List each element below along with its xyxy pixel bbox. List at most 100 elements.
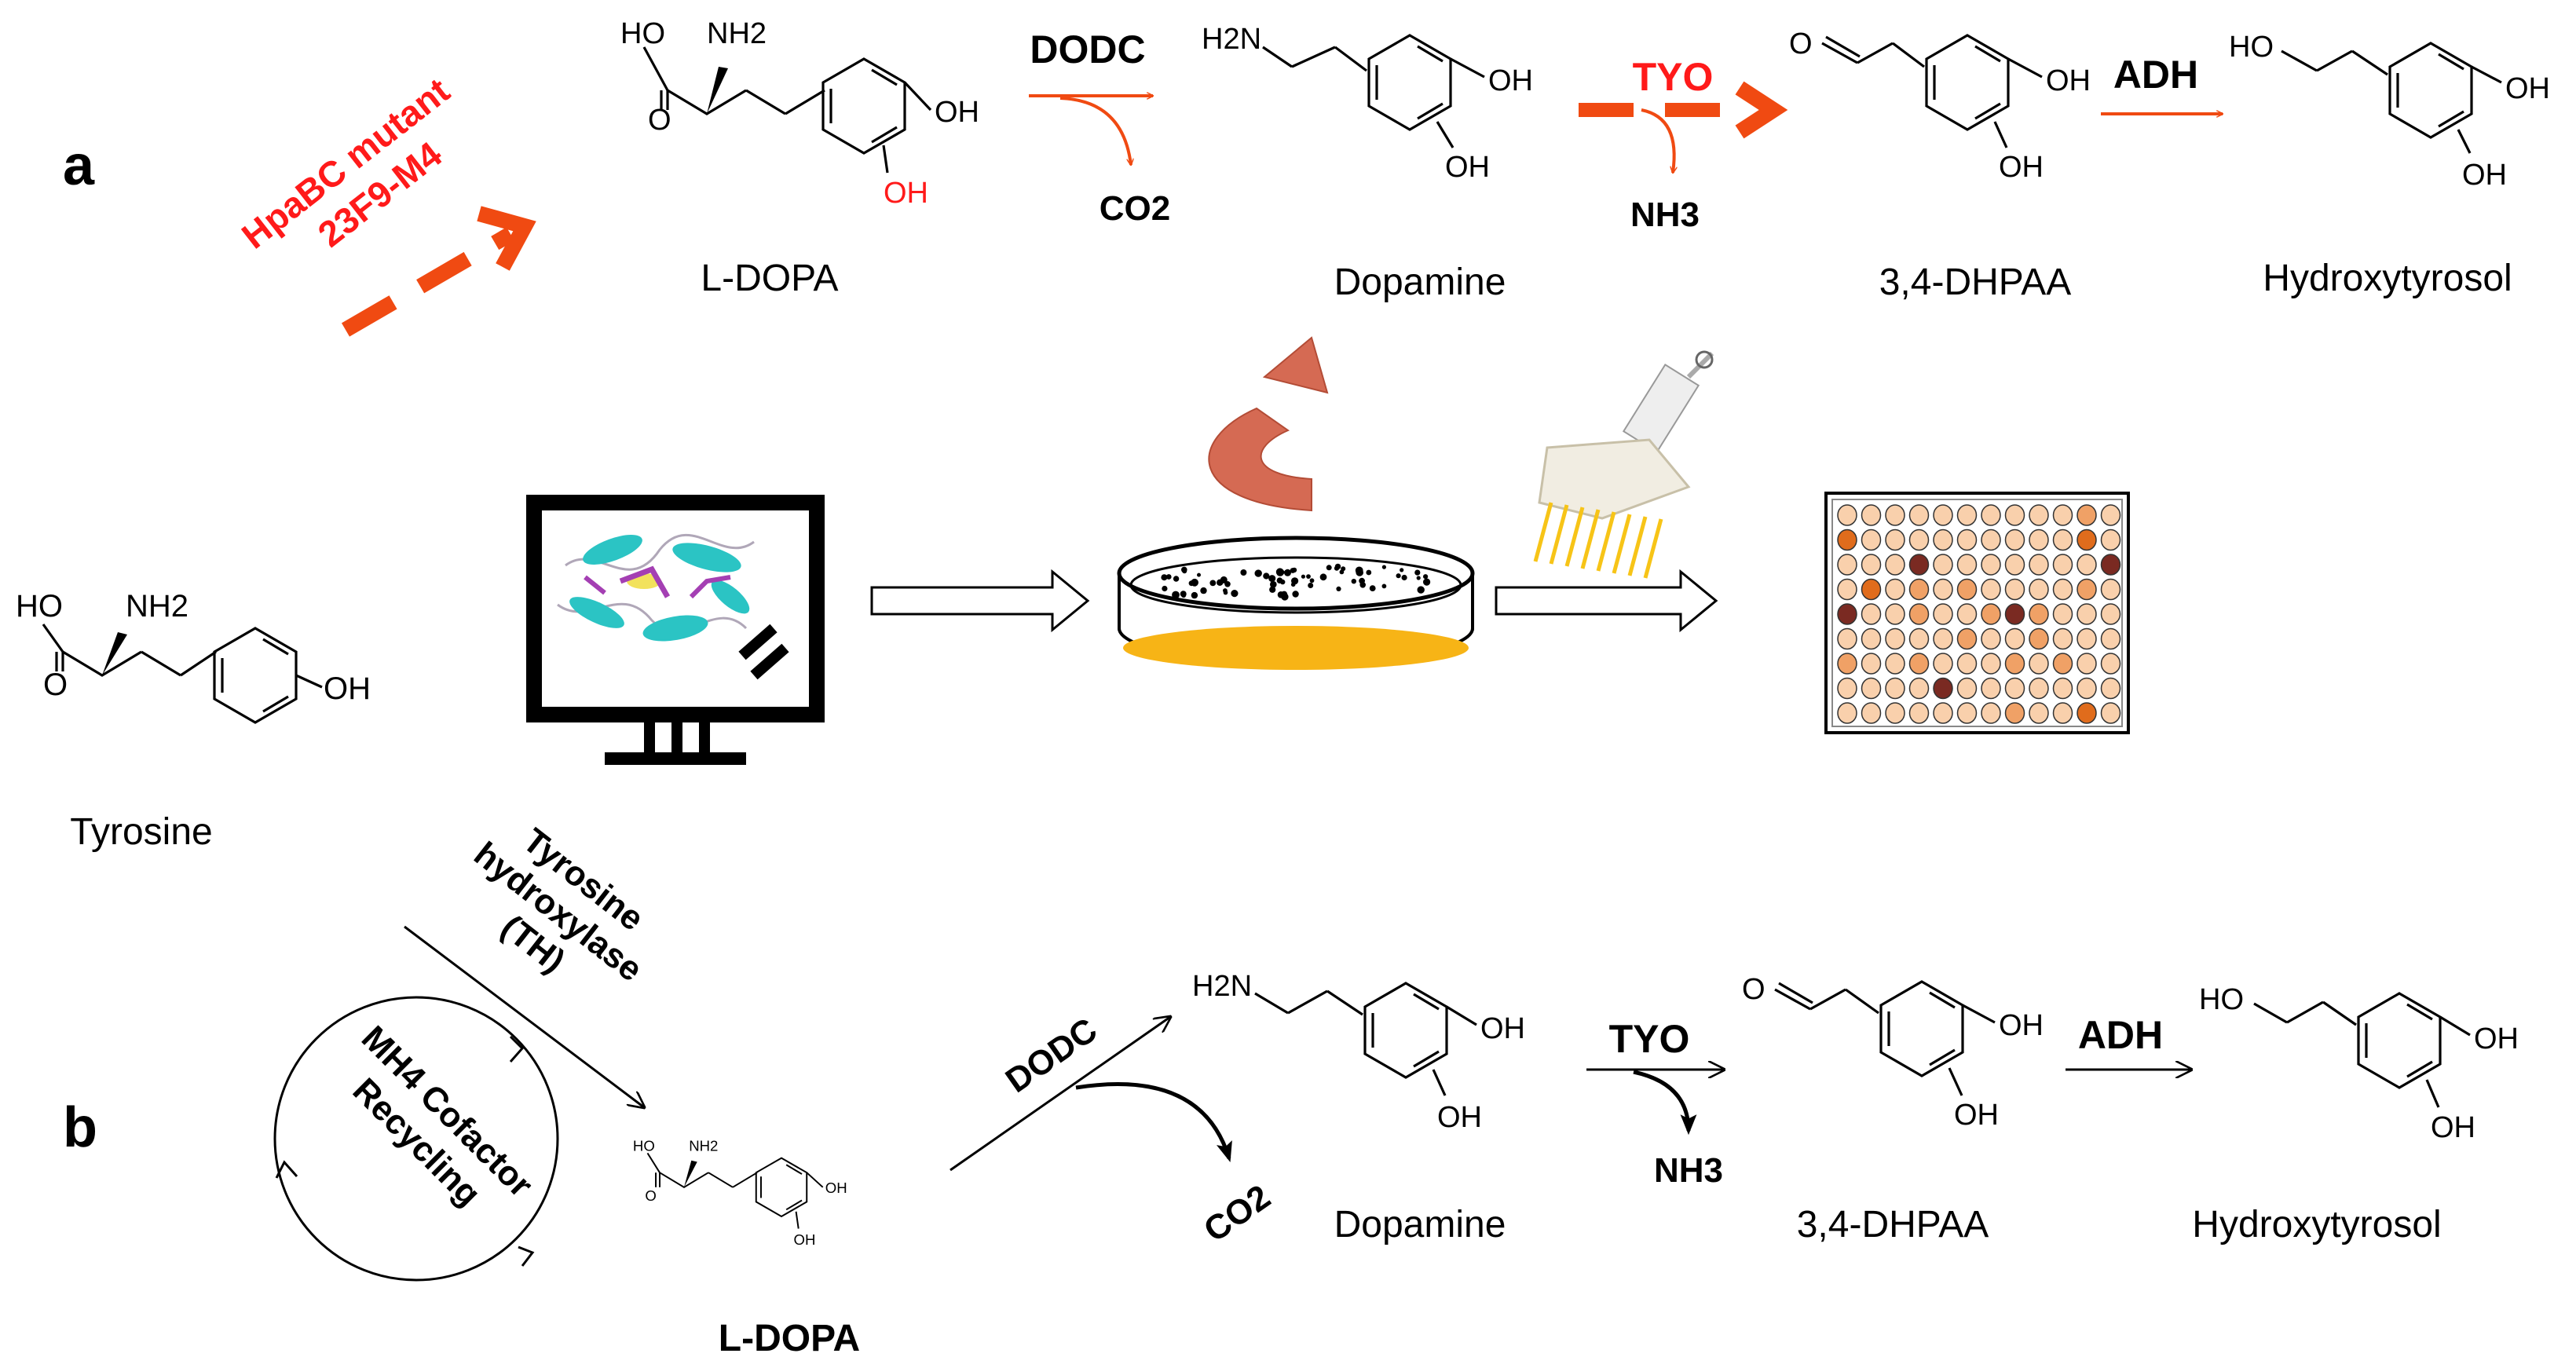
- colony-dot: [1356, 569, 1363, 576]
- tyrosine-ho: HO: [16, 589, 63, 624]
- plate-well: [1908, 603, 1930, 625]
- colony-dot: [1161, 574, 1168, 581]
- hydroxytyrosol-structure-a: HO OH OH: [2229, 31, 2550, 192]
- plate-well: [1981, 504, 2001, 526]
- plate-well: [1933, 554, 1953, 576]
- colony-dot: [1341, 566, 1346, 572]
- colony-dot: [1220, 576, 1228, 583]
- plate-well: [2052, 603, 2073, 625]
- plate-well: [2100, 603, 2121, 625]
- pipette-tip: [1533, 502, 1553, 562]
- plate-well: [1908, 504, 1930, 526]
- colony-dot: [1424, 580, 1429, 585]
- colony-dot: [1366, 569, 1372, 576]
- hpabc-dashed-arrow: [341, 206, 536, 337]
- plate-well: [1981, 627, 2001, 650]
- dopamine-structure-a: H2N OH OH: [1202, 23, 1533, 184]
- plate-well: [1956, 529, 1978, 551]
- pipette-tip: [1549, 504, 1569, 565]
- colony-dot: [1291, 577, 1299, 585]
- plate-well: [2052, 504, 2073, 526]
- ldopa-structure-b: HO NH2 O OH OH: [633, 1137, 847, 1248]
- plate-well: [1933, 677, 1953, 700]
- plate-well: [1861, 554, 1882, 576]
- plate-well: [1933, 627, 1953, 650]
- hydroxytyrosol-b-oh2: OH: [2431, 1111, 2475, 1144]
- plate-well: [1981, 677, 2001, 700]
- plate-well: [1908, 653, 1930, 675]
- hydroxytyrosol-a-oh1: OH: [2505, 72, 2550, 105]
- plate-well: [2052, 578, 2073, 601]
- ldopa-a-oh2-red: OH: [884, 177, 928, 210]
- colony-dot: [1200, 587, 1207, 594]
- colony-dot: [1416, 576, 1421, 580]
- plate-well: [1837, 504, 1857, 526]
- plate-well: [2029, 603, 2049, 625]
- plate-well: [2100, 627, 2121, 650]
- colony-dot: [1351, 579, 1357, 584]
- plate-well: [1837, 578, 1857, 601]
- tyo-label-a: TYO: [1633, 55, 1714, 99]
- plate-well: [2004, 529, 2025, 551]
- plate-well: [1861, 653, 1882, 675]
- plate-well: [2077, 702, 2097, 724]
- colony-dot: [1292, 591, 1299, 598]
- ldopa-name-a: L-DOPA: [701, 258, 838, 299]
- plate-well: [1885, 702, 1905, 724]
- plate-well: [1885, 504, 1905, 526]
- ldopa-a-o: O: [648, 104, 671, 137]
- plate-well: [1956, 653, 1978, 675]
- dhpaa-a-oh2: OH: [1999, 151, 2044, 184]
- plate-well: [1933, 653, 1953, 675]
- ldopa-name-b: L-DOPA: [719, 1318, 860, 1359]
- plate-well: [2052, 653, 2073, 675]
- plate-well: [2077, 677, 2097, 700]
- panel-b: b Tyrosine hydroxylase (TH) MH4 Cofactor…: [63, 821, 2519, 1359]
- plate-well: [1956, 554, 1978, 576]
- plate-well: [2029, 702, 2049, 724]
- hydroxytyrosol-structure-b: HO OH OH: [2199, 983, 2519, 1144]
- plate-well: [1837, 603, 1857, 625]
- plate-well: [2077, 529, 2097, 551]
- dopamine-name-b: Dopamine: [1334, 1204, 1506, 1245]
- dopamine-b-oh2: OH: [1437, 1101, 1482, 1134]
- pipette-tip: [1596, 511, 1616, 572]
- plate-well: [1861, 504, 1882, 526]
- adh-label-b: ADH: [2078, 1013, 2163, 1057]
- plate-well: [1837, 653, 1857, 675]
- plate-well: [2077, 578, 2097, 601]
- hydroxytyrosol-name-b: Hydroxytyrosol: [2192, 1204, 2441, 1245]
- plate-well: [2077, 504, 2097, 526]
- plate-well: [1885, 603, 1905, 625]
- plate-well: [1837, 677, 1857, 700]
- colony-dot: [1276, 577, 1283, 583]
- dhpaa-b-oh2: OH: [1954, 1099, 1999, 1132]
- plate-well: [2100, 554, 2121, 576]
- hydroxytyrosol-name-a: Hydroxytyrosol: [2263, 258, 2512, 299]
- tyrosine-nh2: NH2: [126, 589, 188, 624]
- plate-well: [2077, 627, 2097, 650]
- plate-well: [1908, 677, 1930, 700]
- nh3-label-a: NH3: [1630, 196, 1700, 234]
- plate-well: [1981, 653, 2001, 675]
- plate-well: [1933, 603, 1953, 625]
- colony-dot: [1400, 568, 1404, 572]
- colony-dot: [1165, 574, 1172, 580]
- hpabc-label: HpaBC mutant 23F9-M4: [234, 70, 457, 257]
- dopamine-b-oh1: OH: [1480, 1012, 1525, 1045]
- plate-well: [1861, 578, 1882, 601]
- dopamine-a-oh1: OH: [1488, 64, 1533, 97]
- colony-dot: [1334, 565, 1340, 571]
- plate-well: [2052, 627, 2073, 650]
- colony-dot: [1326, 565, 1332, 571]
- colony-dot: [1162, 585, 1168, 592]
- plate-well: [1933, 504, 1953, 526]
- colony-dot: [1172, 591, 1180, 599]
- mh4-label: MH4 Cofactor Recycling: [346, 1019, 540, 1213]
- plate-well: [2100, 702, 2121, 724]
- plate-well: [2077, 603, 2097, 625]
- colony-dot: [1269, 586, 1276, 593]
- colony-dot: [1381, 565, 1386, 569]
- dhpaa-b-oh1: OH: [1999, 1009, 2044, 1042]
